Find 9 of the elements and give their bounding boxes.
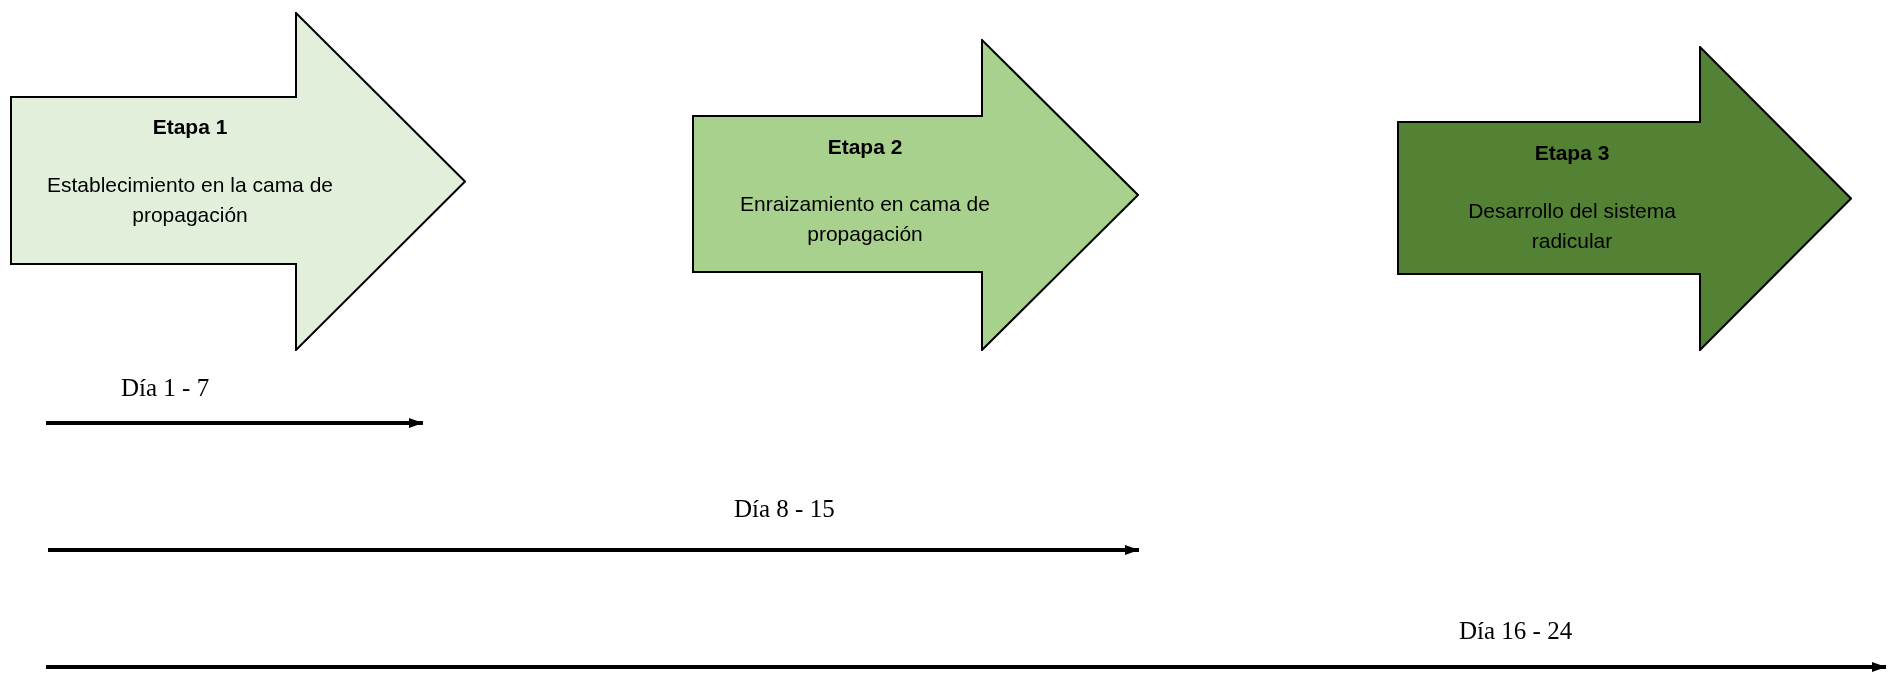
stage-title: Etapa 1: [151, 115, 229, 139]
stage-description: Enraizamiento en cama de propagación: [739, 191, 991, 248]
stage-description: Establecimiento en la cama de propagación: [46, 172, 334, 229]
stage-title: Etapa 3: [1533, 141, 1611, 165]
day-range-label: Día 1 - 7: [121, 374, 210, 402]
day-range-label: Día 16 - 24: [1459, 617, 1573, 645]
stage-description: Desarrollo del sistema radicular: [1467, 198, 1677, 255]
day-range-label: Día 8 - 15: [734, 495, 835, 523]
stage-title: Etapa 2: [826, 135, 904, 159]
